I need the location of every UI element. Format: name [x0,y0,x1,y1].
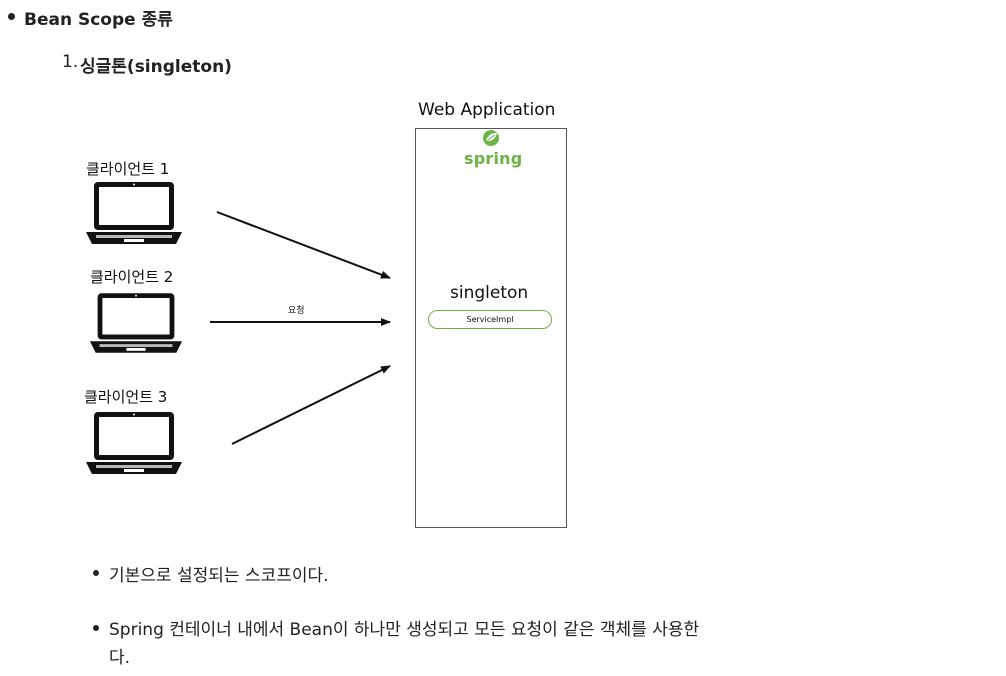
note-single-instance-cont: 다. [109,648,131,668]
laptop-icon [86,412,182,474]
web-application-title: Web Application [414,100,560,120]
laptop-icon [89,293,183,353]
arrow-client-3 [231,365,391,445]
list-bullet [93,625,99,631]
note-single-instance: Spring 컨테이너 내에서 Bean이 하나만 생성되고 모든 요청이 같은… [109,620,700,640]
arrow-client-1 [216,211,391,279]
heading-bullet [8,13,15,20]
spring-leaf-icon [483,130,499,146]
client-label-3: 클라이언트 3 [84,388,168,406]
section-heading: Bean Scope 종류 [24,10,173,30]
arrow-label: 요청 [288,306,305,316]
spring-logo-text: spring [464,149,523,168]
web-application-box [415,128,567,528]
singleton-label: singleton [450,283,529,303]
client-label-1: 클라이언트 1 [86,160,170,178]
item-number: 1. [62,52,79,72]
service-impl-bean: ServiceImpl [428,310,552,329]
client-label-2: 클라이언트 2 [90,268,174,286]
note-default-scope: 기본으로 설정되는 스코프이다. [109,566,329,586]
item-title: 싱글톤(singleton) [80,57,232,77]
list-bullet [93,570,99,576]
laptop-icon [86,182,182,244]
